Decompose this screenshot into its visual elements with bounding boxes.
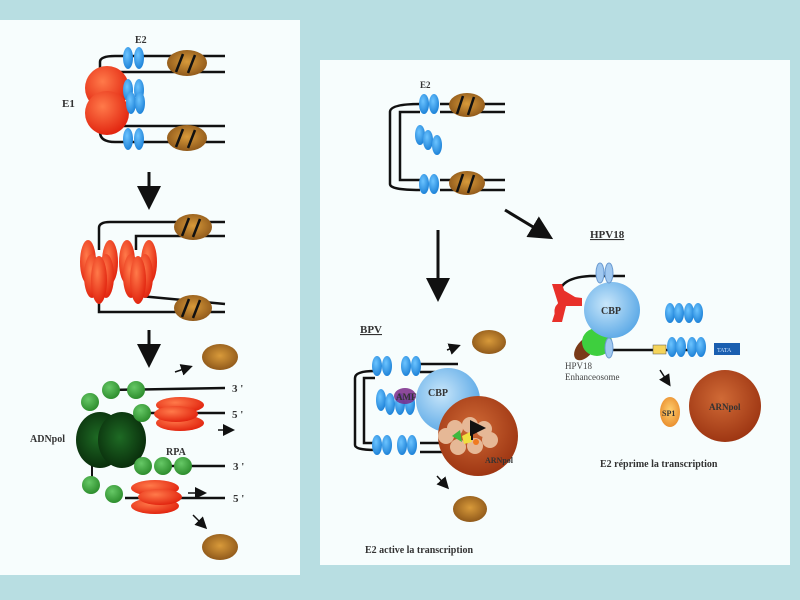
nucleosome-icon xyxy=(167,125,207,151)
left-stage-2-helicase xyxy=(80,214,226,321)
caption-hpv18: E2 réprime la transcription xyxy=(600,459,718,470)
label-5prime-bottom: 5 ' xyxy=(233,493,244,505)
label-arnpol: ARNpol xyxy=(709,402,741,412)
label-3prime-bottom: 3 ' xyxy=(233,461,244,473)
released-nucleosome-icon xyxy=(202,534,238,560)
e2-dimer-icon xyxy=(123,47,145,150)
e2-dimer-icon xyxy=(415,94,442,194)
amf-icon xyxy=(394,388,416,404)
activator-red-icon xyxy=(552,284,582,322)
left-stage-3-replication-fork: ADNpol RPA 3 ' 5 ' 3 ' 5 ' xyxy=(30,381,244,514)
label-cbp: CBP xyxy=(601,306,621,317)
dna-strand xyxy=(98,54,225,74)
released-nucleosome-icon xyxy=(453,496,487,522)
label-3prime-top: 3 ' xyxy=(232,383,243,395)
enhanceosome-label-line1: HPV18 xyxy=(565,361,593,371)
e1-hexamer-icon xyxy=(119,240,157,304)
label-cbp: CBP xyxy=(428,388,448,399)
arrow-icon xyxy=(174,364,193,376)
label-tata: TATA xyxy=(717,348,732,354)
arrow-diagonal-icon xyxy=(504,208,554,240)
right-top-e2-loop: E2 xyxy=(388,80,505,195)
label-e2: E2 xyxy=(420,80,431,90)
nucleosome-icon xyxy=(174,295,212,321)
hpv18-title: HPV18 xyxy=(590,229,625,241)
released-nucleosome-icon xyxy=(202,344,238,370)
nucleosome-icon xyxy=(174,214,212,240)
rpa-chain-icon xyxy=(81,381,192,503)
cbp-icon xyxy=(584,282,640,338)
sp1-icon xyxy=(660,397,680,427)
transcription-complex-icon xyxy=(438,417,498,455)
arrow-icon xyxy=(659,369,671,387)
tata-box-icon xyxy=(714,343,740,355)
arnpol-icon xyxy=(689,370,761,442)
label-e1: E1 xyxy=(62,98,75,110)
e2-dimer-icon xyxy=(372,356,421,455)
arrow-icon xyxy=(192,514,208,530)
hpv18-repression-model: HPV18 CBP TATA HPV18 Enhanceosome SP1 AR… xyxy=(552,229,761,470)
arnpol-icon xyxy=(438,396,518,476)
e1-helicase-icon xyxy=(154,397,204,431)
bpv-title: BPV xyxy=(360,324,382,336)
e1-helicase-icon xyxy=(131,480,182,514)
e1-protein-icon xyxy=(85,91,129,135)
released-nucleosome-icon xyxy=(472,330,506,354)
label-rpa: RPA xyxy=(166,447,187,458)
bpv-activation-model: BPV CBP AMF ARNpol E2 a xyxy=(353,324,518,556)
enhanceosome-label-line2: Enhanceosome xyxy=(565,372,619,382)
nucleosome-icon xyxy=(167,50,207,76)
e2-dimer-icon xyxy=(665,303,706,357)
label-amf: AMF xyxy=(396,392,417,402)
label-5prime-top: 5 ' xyxy=(232,409,243,421)
adnpol-icon xyxy=(98,412,146,468)
label-sp1: SP1 xyxy=(662,409,675,418)
label-e2: E2 xyxy=(135,35,147,46)
caption-bpv: E2 active la transcription xyxy=(365,545,473,556)
label-adnpol: ADNpol xyxy=(30,434,65,445)
nucleosome-icon xyxy=(449,171,485,195)
sp1-site-icon xyxy=(652,344,667,355)
arrow-icon xyxy=(436,475,450,490)
label-arnpol: ARNpol xyxy=(485,456,514,465)
left-stage-1-e1-e2-loading: E1 E2 xyxy=(62,35,225,151)
e1-hexamer-icon xyxy=(80,240,118,304)
arrow-icon xyxy=(446,343,461,355)
dna-strand xyxy=(98,124,225,144)
nucleosome-icon xyxy=(449,93,485,117)
